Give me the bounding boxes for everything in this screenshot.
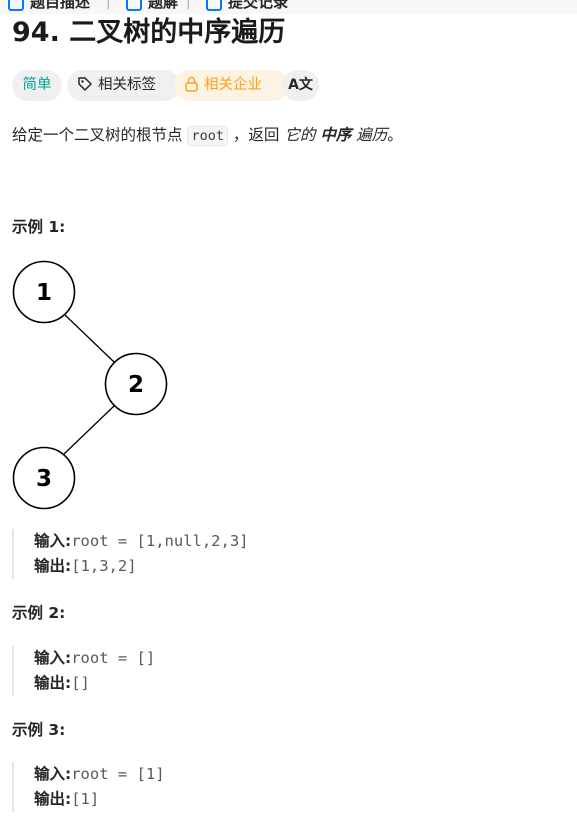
tag-icon [78,76,92,91]
code-root: root [187,126,228,146]
tree-node-label: 2 [128,372,144,398]
tab-submissions[interactable]: 提交记录 [206,0,288,12]
tree-edge [63,405,115,455]
tab-separator: | [106,0,111,10]
output-label: 输出: [34,557,72,575]
binary-tree-diagram: 1 2 3 [12,260,168,510]
output-value: [1] [71,790,100,808]
example-3-block: 输入:root = [1] 输出:[1] [12,762,165,812]
tree-node-2: 2 [104,352,168,416]
tree-edge [63,313,115,363]
lock-icon [185,76,198,92]
difficulty-badge[interactable]: 简单 [12,70,62,101]
input-value: root = [1] [71,765,165,783]
example-2-block: 输入:root = [] 输出:[] [12,646,155,696]
tree-node-label: 3 [36,466,52,492]
tab-separator: | [186,0,191,10]
output-label: 输出: [34,790,72,808]
related-topics-button[interactable]: 相关标签 [67,70,180,101]
problem-title: 94. 二叉树的中序遍历 [12,17,286,48]
related-companies-button[interactable]: 相关企业 [174,70,289,101]
example-3-heading: 示例 3: [12,721,66,739]
tab-solutions[interactable]: 题解 [126,0,178,12]
output-value: [] [71,674,90,692]
input-value: root = [1,null,2,3] [71,532,249,550]
tree-node-1: 1 [12,260,76,324]
solutions-icon [126,0,142,11]
problem-description: 给定一个二叉树的根节点 root ，返回 它的 中序 遍历。 [12,126,403,146]
submissions-icon [206,0,222,11]
input-label: 输入: [34,532,72,550]
input-label: 输入: [34,649,72,667]
translate-button[interactable]: A文 [282,70,319,101]
tab-description[interactable]: 题目描述 [8,0,90,12]
example-1-heading: 示例 1: [12,218,66,236]
output-label: 输出: [34,674,72,692]
translate-icon: A文 [288,77,313,93]
output-value: [1,3,2] [71,557,137,575]
top-tab-bar: 题目描述 | 题解 | 提交记录 [0,0,577,14]
description-icon [8,0,24,11]
tree-node-label: 1 [36,280,52,306]
example-1-block: 输入:root = [1,null,2,3] 输出:[1,3,2] [12,529,249,579]
input-label: 输入: [34,765,72,783]
example-2-heading: 示例 2: [12,604,66,622]
tree-node-3: 3 [12,446,76,510]
input-value: root = [] [71,649,156,667]
